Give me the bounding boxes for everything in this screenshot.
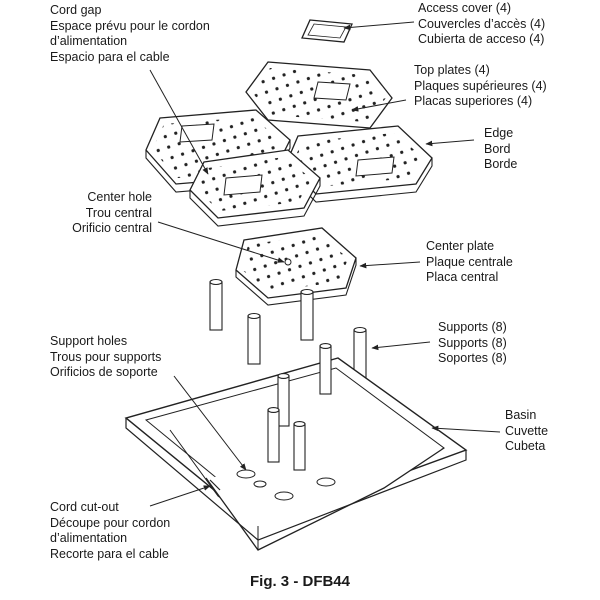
top-plate-front: [189, 149, 321, 227]
label-top-plates: Top plates (4)Plaques supérieures (4) Pl…: [414, 63, 547, 108]
figure-caption: Fig. 3 - DFB44: [249, 573, 350, 590]
center-plate: [235, 227, 357, 306]
leader-lines: [149, 21, 501, 507]
top-plate-back: [245, 61, 393, 129]
supports-floating: [209, 278, 367, 379]
label-access-cover: Access cover (4)Couvercles d’accès (4) C…: [418, 1, 546, 46]
access-cover: [301, 19, 353, 43]
basin: [124, 343, 468, 551]
label-supports: Supports (8)Supports (8) Soportes (8): [438, 320, 507, 365]
